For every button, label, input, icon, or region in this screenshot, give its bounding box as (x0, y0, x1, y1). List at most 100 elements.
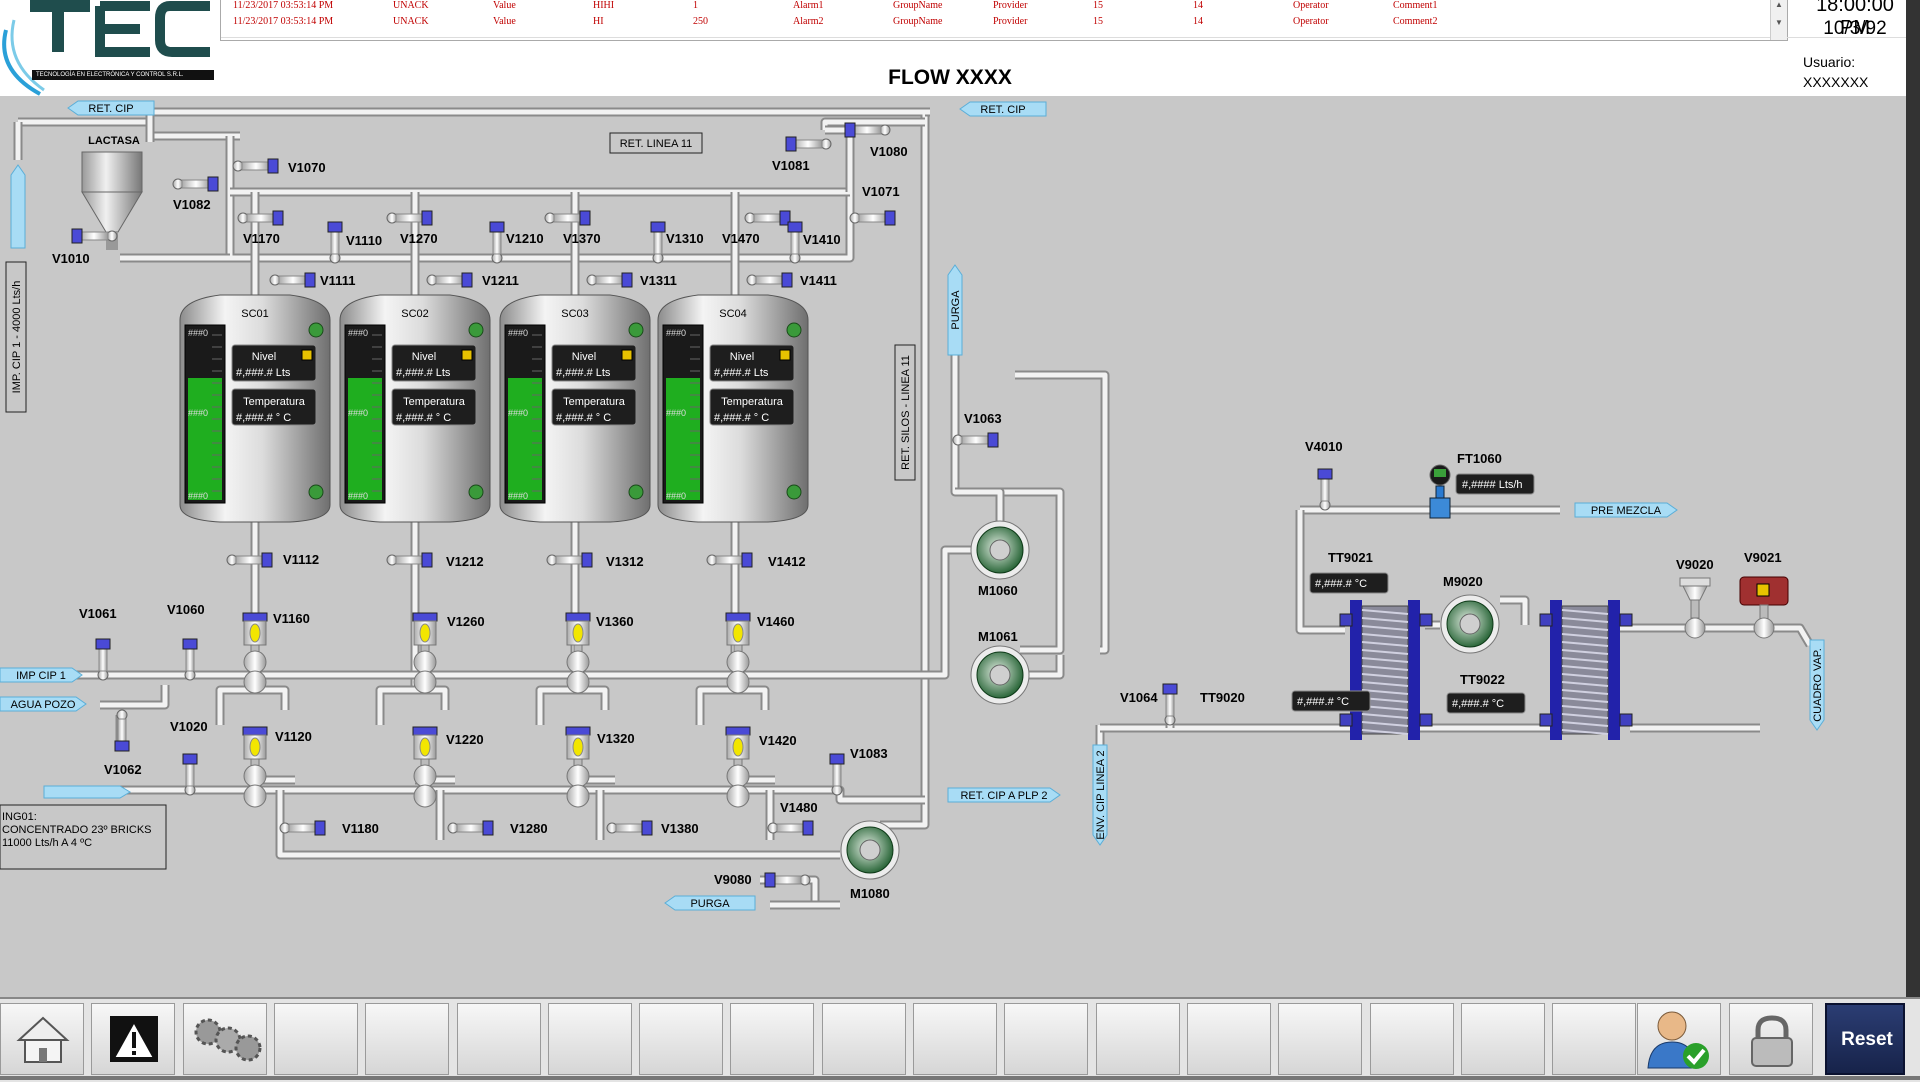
valve-v1410[interactable]: V1410 (787, 221, 841, 264)
valve-v1083[interactable]: V1083 (829, 746, 888, 796)
flow-arrow-env-cip-linea2[interactable]: ENV. CIP LINEA 2 (1092, 744, 1108, 846)
valve-v1411[interactable]: V1411 (746, 272, 837, 288)
pump-m1061[interactable]: M1061 (970, 629, 1030, 705)
alarm-button[interactable] (91, 1003, 175, 1075)
temp-value: #,###.# ° C (714, 412, 769, 424)
flow-arrow-agua-pozo[interactable]: AGUA POZO (0, 696, 87, 712)
valve-v1064[interactable]: V1064 (1120, 683, 1178, 726)
valve-v1270[interactable]: V1270 (386, 210, 438, 246)
flow-arrow-cuadro-vap[interactable]: CUADRO VAP. (1809, 639, 1825, 731)
mixproof-valve-v1360[interactable]: V1360 (565, 612, 634, 694)
valve-v1370[interactable]: V1370 (544, 210, 601, 246)
valve-v1110[interactable]: V1110 (327, 221, 382, 264)
valve-v1112[interactable]: V1112 (226, 552, 319, 568)
instrument-value: #,###.# °C (1452, 698, 1504, 710)
valve-v1470[interactable]: V1470 (722, 210, 791, 246)
valve-v1380[interactable]: V1380 (606, 820, 699, 836)
valve-label: V1260 (447, 614, 485, 629)
mixproof-valve-v1160[interactable]: V1160 (242, 611, 310, 694)
valve-v1111[interactable]: V1111 (269, 272, 355, 288)
valve-v1211[interactable]: V1211 (426, 272, 519, 288)
mixproof-valve-v1460[interactable]: V1460 (725, 612, 795, 694)
empty-button[interactable] (1187, 1003, 1271, 1075)
mixproof-valve-v1260[interactable]: V1260 (412, 612, 485, 694)
flow-arrow-imp-cip-1[interactable]: IMP CIP 1 (0, 667, 83, 683)
valve-v1082[interactable]: V1082 (172, 176, 219, 212)
empty-button[interactable] (274, 1003, 358, 1075)
valve-v4010[interactable]: V4010 (1305, 439, 1343, 511)
valve-v1310[interactable]: V1310 (650, 221, 704, 264)
valve-v1010[interactable]: V1010 (52, 228, 118, 266)
empty-button[interactable] (1096, 1003, 1180, 1075)
settings-button[interactable] (183, 1003, 267, 1075)
valve-v1063[interactable]: V1063 (952, 411, 1002, 448)
empty-button[interactable] (1004, 1003, 1088, 1075)
control-valve-v9020[interactable]: V9020 (1676, 557, 1714, 639)
clock-time: 18:00:00 PM (1816, 0, 1894, 39)
empty-button[interactable] (730, 1003, 814, 1075)
valve-v1212[interactable]: V1212 (386, 552, 484, 569)
empty-button[interactable] (548, 1003, 632, 1075)
pump-m1080[interactable]: M1080 (840, 820, 900, 901)
mixproof-valve-v1320[interactable]: V1320 (565, 726, 635, 808)
heat-exchanger-2[interactable] (1539, 600, 1633, 740)
valve-v1311[interactable]: V1311 (586, 272, 677, 288)
valve-v1170[interactable]: V1170 (237, 210, 284, 246)
control-valve-v9021[interactable]: V9021 (1739, 550, 1789, 639)
flow-arrow-pre-mezcla[interactable]: PRE MEZCLA (1574, 502, 1678, 518)
valve-v1480[interactable]: V1480 (767, 800, 818, 836)
home-button[interactable] (0, 1003, 84, 1075)
mixproof-valve-v1120[interactable]: V1120 (242, 726, 312, 808)
valve-v1080[interactable]: V1080 (844, 122, 908, 159)
empty-button[interactable] (365, 1003, 449, 1075)
empty-button[interactable] (1370, 1003, 1454, 1075)
mixproof-valve-v1420[interactable]: V1420 (725, 726, 797, 808)
empty-button[interactable] (1552, 1003, 1636, 1075)
empty-button[interactable] (457, 1003, 541, 1075)
empty-button[interactable] (1278, 1003, 1362, 1075)
pump-m9020[interactable]: M9020 (1440, 574, 1500, 654)
valve-v1280[interactable]: V1280 (447, 820, 548, 836)
empty-button[interactable] (913, 1003, 997, 1075)
valve-v1062[interactable]: V1062 (104, 709, 142, 777)
heat-exchanger-1[interactable] (1339, 600, 1433, 740)
valve-v1412[interactable]: V1412 (706, 552, 806, 569)
valve-v1210[interactable]: V1210 (489, 221, 544, 264)
valve-v1060[interactable]: V1060 (167, 602, 205, 681)
empty-button[interactable] (639, 1003, 723, 1075)
lactasa-hopper[interactable]: LACTASA (81, 135, 143, 250)
pump-m1060[interactable]: M1060 (970, 520, 1030, 598)
valve-v1071[interactable]: V1071 (849, 184, 900, 226)
pipe-highlight (1620, 625, 1813, 647)
flow-arrow-purga-vertical[interactable]: PURGA (947, 264, 963, 356)
valve-v1180[interactable]: V1180 (279, 820, 379, 836)
alarm-scrollbar[interactable]: ▲▼ (1770, 0, 1787, 40)
flow-arrow-purga-bottom[interactable]: PURGA (664, 895, 756, 911)
valve-v1020[interactable]: V1020 (170, 719, 208, 796)
user-button[interactable] (1637, 1003, 1721, 1075)
valve-v1070[interactable]: V1070 (232, 158, 326, 175)
mixproof-valve-v1220[interactable]: V1220 (412, 726, 484, 808)
valve-v9080[interactable]: V9080 (714, 872, 811, 888)
valve-v1312[interactable]: V1312 (546, 552, 644, 569)
flow-arrow-ret-cip-plp2[interactable]: RET. CIP A PLP 2 (947, 787, 1061, 803)
flow-arrow-ret-cip-left[interactable]: RET. CIP (67, 100, 155, 116)
lock-button[interactable] (1729, 1003, 1813, 1075)
valve-v1081[interactable]: V1081 (772, 136, 832, 173)
valve-v1061[interactable]: V1061 (79, 606, 117, 681)
reset-button[interactable]: Reset (1825, 1003, 1905, 1075)
flow-arrow-ret-cip-right[interactable]: RET. CIP (959, 101, 1047, 117)
empty-button[interactable] (1461, 1003, 1545, 1075)
empty-button[interactable] (822, 1003, 906, 1075)
